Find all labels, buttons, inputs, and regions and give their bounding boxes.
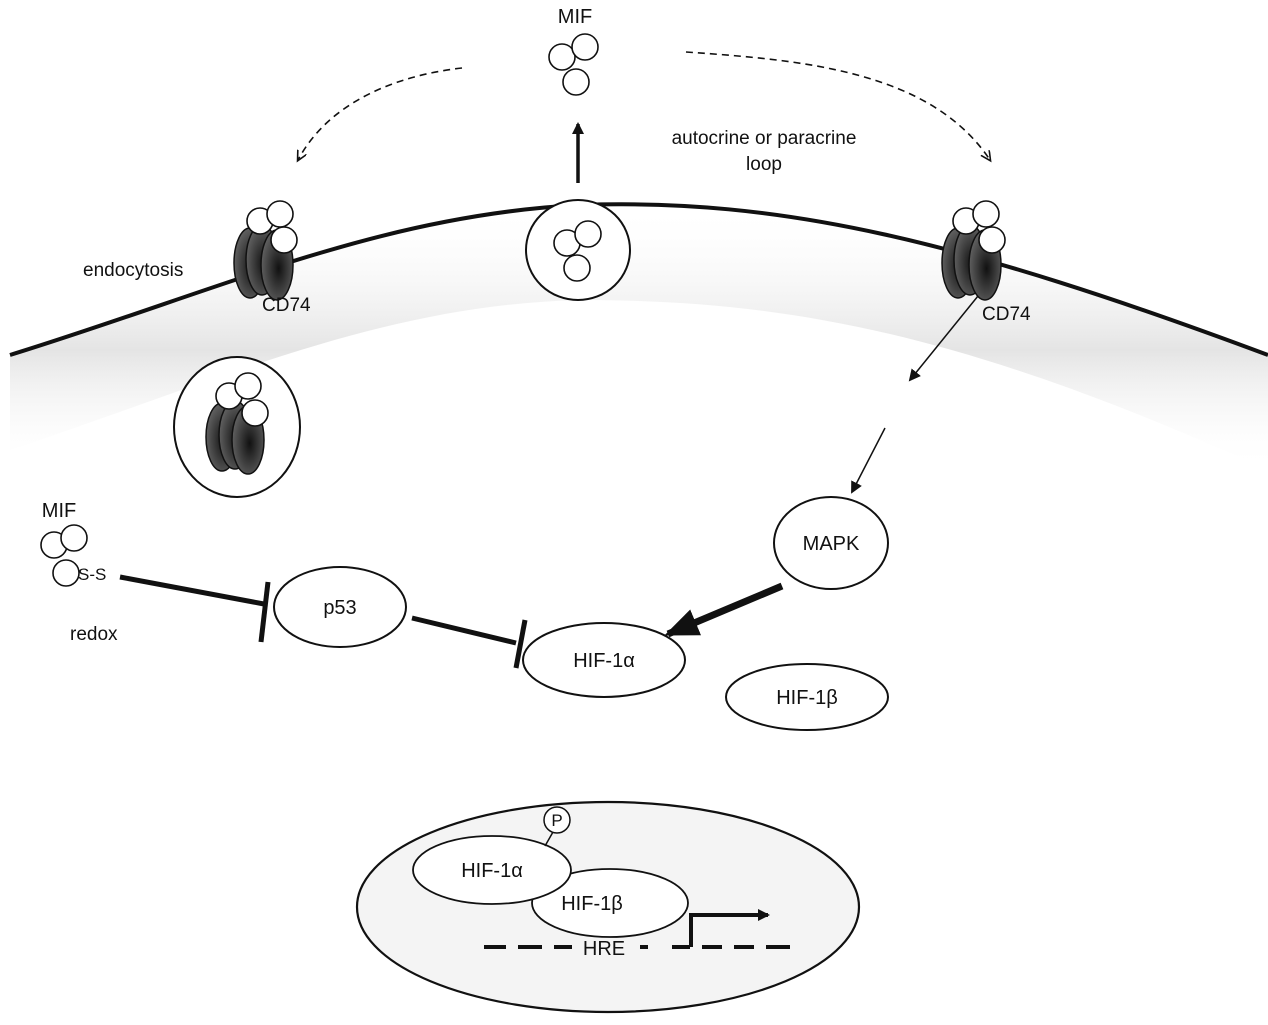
- nucleus-hif1b-label: HIF-1β: [561, 893, 623, 915]
- hre-label: HRE: [583, 938, 625, 960]
- hif1b-label: HIF-1β: [776, 687, 838, 709]
- hif1b-node: [725, 663, 889, 731]
- autocrine-loop-label-line1: autocrine or paracrine: [672, 128, 857, 149]
- cd74-signal-arrow-2: [851, 427, 886, 494]
- secretory-vesicle: [525, 199, 631, 301]
- mif-top-label: MIF: [558, 6, 592, 28]
- endocytosis-label: endocytosis: [83, 260, 183, 281]
- mif-inhibits-p53-bar: [258, 581, 271, 643]
- disulfide-label: S-S: [78, 565, 106, 584]
- mif-trimer-top: [548, 33, 599, 96]
- p53-node: [273, 566, 407, 648]
- cd74-left-label: CD74: [262, 295, 311, 316]
- mapk-node: [773, 496, 889, 590]
- autocrine-arrow-left: [298, 67, 463, 160]
- phospho-label: P: [551, 811, 562, 830]
- autocrine-loop-label-line2: loop: [746, 154, 782, 175]
- mapk-label: MAPK: [803, 533, 860, 555]
- paracrine-arrow-right: [685, 51, 990, 160]
- hif1a-node: [522, 622, 686, 698]
- p53-label: p53: [323, 597, 356, 619]
- cd74-signal-arrow-1: [908, 295, 979, 382]
- cd74-receptor-right: [941, 200, 1006, 301]
- nucleus-hif1a-node: [412, 835, 572, 905]
- transcription-start-arrow: [689, 909, 770, 947]
- hif1a-label: HIF-1α: [573, 650, 635, 672]
- mif-intracellular-label: MIF: [42, 500, 76, 522]
- redox-label: redox: [70, 624, 118, 645]
- cd74-receptor-left: [233, 200, 298, 301]
- phospho-link: [544, 831, 554, 847]
- phospho-circle: [543, 806, 571, 834]
- p53-inhibits-hif1a-bar: [513, 619, 528, 669]
- cd74-right-label: CD74: [982, 304, 1031, 325]
- mif-trimer-intracellular: [40, 524, 88, 587]
- mapk-activates-hif1a: [664, 582, 784, 638]
- nucleus-hif1a-label: HIF-1α: [461, 860, 523, 882]
- p53-inhibits-hif1a: [411, 615, 517, 646]
- nucleus-hif1b-node: [531, 868, 689, 938]
- endosome: [173, 356, 301, 498]
- mif-inhibits-p53: [119, 574, 265, 607]
